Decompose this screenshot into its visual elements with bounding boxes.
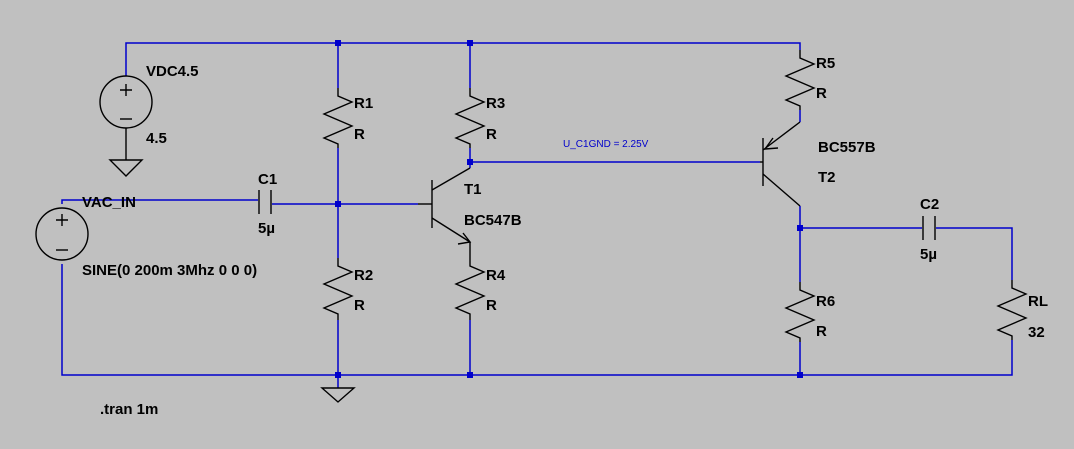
capacitor-c2[interactable] bbox=[922, 216, 936, 240]
t2-name: T2 bbox=[818, 169, 836, 186]
wires bbox=[61, 42, 1013, 388]
resistor-zigzag bbox=[322, 88, 354, 148]
junction-dot bbox=[467, 372, 473, 378]
junction-dot bbox=[797, 372, 803, 378]
junctions bbox=[335, 40, 803, 378]
r4-value: R bbox=[486, 297, 497, 314]
c2-name: C2 bbox=[920, 196, 939, 213]
vac-name: VAC_IN bbox=[82, 194, 136, 211]
vdc-source-circle bbox=[99, 75, 153, 129]
r1-name: R1 bbox=[354, 95, 373, 112]
resistor-r3[interactable] bbox=[454, 88, 486, 148]
capacitor-c1[interactable] bbox=[258, 190, 272, 214]
t1-model: BC547B bbox=[464, 212, 522, 229]
resistor-r6[interactable] bbox=[784, 282, 816, 342]
plus-sign bbox=[120, 84, 132, 96]
vdc-source[interactable] bbox=[99, 75, 153, 177]
wire-c2-right bbox=[936, 227, 1013, 280]
resistor-r1[interactable] bbox=[322, 88, 354, 148]
emitter-lead bbox=[431, 217, 471, 243]
vac-source-circle bbox=[35, 207, 89, 261]
ground-symbol bbox=[108, 159, 144, 177]
junction-dot bbox=[335, 372, 341, 378]
junction-dot bbox=[335, 40, 341, 46]
emitter-lead bbox=[762, 121, 801, 151]
resistor-zigzag bbox=[454, 242, 486, 320]
r5-name: R5 bbox=[816, 55, 835, 72]
wire-vdc-top bbox=[125, 42, 801, 76]
rl-name: RL bbox=[1028, 293, 1048, 310]
r5-value: R bbox=[816, 85, 827, 102]
resistor-r5[interactable] bbox=[784, 50, 816, 110]
collector-lead bbox=[431, 167, 471, 191]
transistor-t2[interactable] bbox=[760, 121, 801, 207]
r1-value: R bbox=[354, 126, 365, 143]
junction-dot bbox=[797, 225, 803, 231]
t1-name: T1 bbox=[464, 181, 482, 198]
c1-name: C1 bbox=[258, 171, 277, 188]
net-label: U_C1GND = 2.25V bbox=[563, 139, 649, 150]
wire-ground-rail bbox=[61, 264, 1013, 376]
ground-symbol bbox=[320, 387, 356, 403]
r3-name: R3 bbox=[486, 95, 505, 112]
resistor-zigzag bbox=[322, 258, 354, 320]
resistor-r4[interactable] bbox=[454, 242, 486, 320]
vac-source[interactable] bbox=[35, 207, 89, 261]
r4-name: R4 bbox=[486, 267, 506, 284]
vac-value: SINE(0 200m 3Mhz 0 0 0) bbox=[82, 262, 257, 279]
spice-directive[interactable]: .tran 1m bbox=[100, 401, 158, 418]
collector-lead bbox=[762, 173, 801, 207]
junction-dot bbox=[467, 159, 473, 165]
resistor-rl[interactable] bbox=[996, 280, 1028, 340]
junction-dot bbox=[335, 201, 341, 207]
r3-value: R bbox=[486, 126, 497, 143]
transistor-t1[interactable] bbox=[418, 167, 472, 245]
r2-value: R bbox=[354, 297, 365, 314]
vdc-name: VDC4.5 bbox=[146, 63, 199, 80]
plus-sign bbox=[56, 214, 68, 226]
vdc-value: 4.5 bbox=[146, 130, 167, 147]
c2-value: 5µ bbox=[920, 246, 937, 263]
junction-dot bbox=[467, 40, 473, 46]
r6-name: R6 bbox=[816, 293, 835, 310]
resistor-r2[interactable] bbox=[322, 258, 354, 320]
r2-name: R2 bbox=[354, 267, 373, 284]
c1-value: 5µ bbox=[258, 220, 275, 237]
resistor-zigzag bbox=[996, 280, 1028, 340]
emitter-arrow bbox=[763, 137, 779, 150]
wire-vac-top bbox=[61, 199, 258, 204]
rl-value: 32 bbox=[1028, 324, 1045, 341]
resistor-zigzag bbox=[784, 282, 816, 342]
resistor-zigzag bbox=[454, 88, 486, 148]
resistor-zigzag bbox=[784, 50, 816, 110]
t2-model: BC557B bbox=[818, 139, 876, 156]
r6-value: R bbox=[816, 323, 827, 340]
